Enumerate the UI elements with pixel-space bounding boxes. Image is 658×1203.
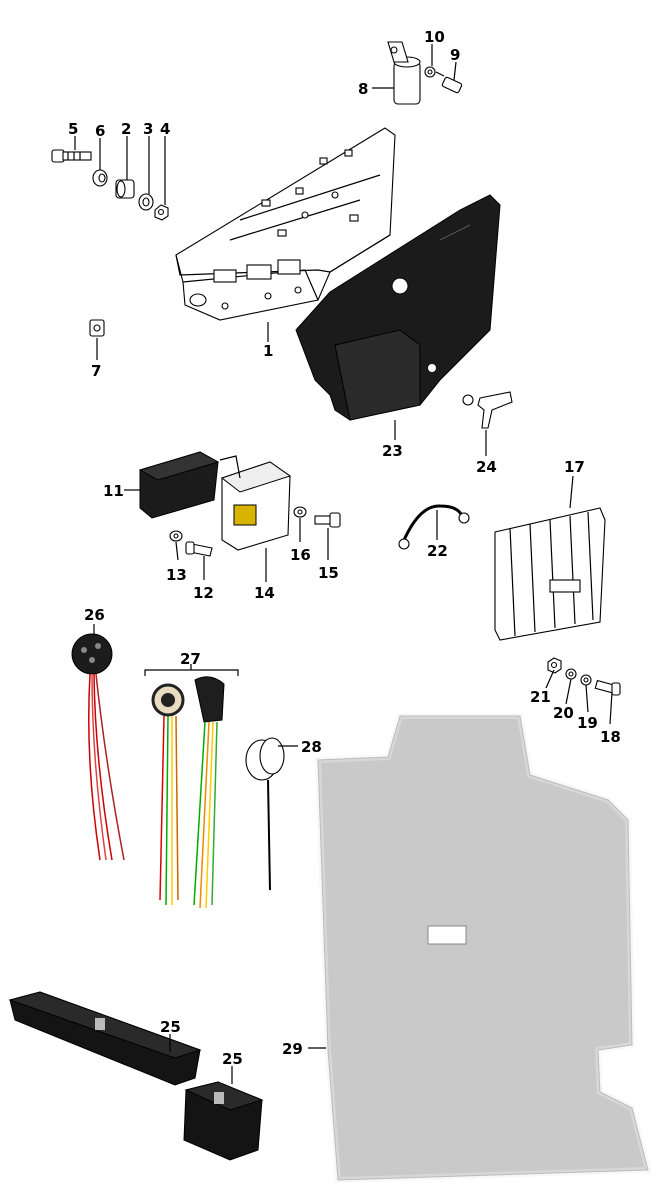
leader-lines: [74, 44, 613, 1084]
part-25-fuse-box-small: [183, 1081, 264, 1161]
part-8-relay: [387, 41, 421, 105]
part-13-washer: [169, 530, 183, 542]
callout-23: 23: [382, 442, 403, 460]
callout-4: 4: [160, 120, 170, 138]
callout-1: 1: [263, 342, 273, 360]
part-17-regulator: [494, 507, 606, 641]
callout-25-small: 25: [222, 1050, 243, 1068]
part-26-connector: [71, 633, 125, 861]
part-15-bolt: [314, 512, 341, 528]
part-20-washer: [565, 668, 577, 680]
callout-labels: 5 6 2 3 4 8 10 9 1 7 23 24 11 12 13 14 1…: [68, 28, 621, 1068]
part-23-cover: [295, 194, 501, 421]
callout-10: 10: [424, 28, 445, 46]
callout-14: 14: [254, 584, 275, 602]
callout-9: 9: [450, 46, 460, 64]
part-10-washer: [424, 66, 436, 78]
callout-7: 7: [91, 362, 101, 380]
part-19-washer: [580, 674, 592, 686]
callout-11: 11: [103, 482, 124, 500]
callout-21: 21: [530, 688, 551, 706]
part-27-connectors: [144, 664, 239, 909]
part-12-screw: [185, 541, 213, 557]
callout-29: 29: [282, 1040, 303, 1058]
callout-25-large: 25: [160, 1018, 181, 1036]
callout-28: 28: [301, 738, 322, 756]
callout-18: 18: [600, 728, 621, 746]
callout-22: 22: [427, 542, 448, 560]
part-22-ground-strap: [398, 504, 470, 550]
callout-20: 20: [553, 704, 574, 722]
part-9-screw: [435, 71, 463, 94]
part-25-fuse-box-large: [8, 991, 202, 1086]
callout-6: 6: [95, 122, 105, 140]
callout-19: 19: [577, 714, 598, 732]
callout-16: 16: [290, 546, 311, 564]
callout-12: 12: [193, 584, 214, 602]
part-2-sleeve: [115, 179, 135, 199]
part-3-washer: [138, 193, 154, 211]
part-18-bolt: [594, 679, 621, 696]
part-1-mounting-plate: [175, 127, 396, 321]
part-14-control-unit: [219, 455, 292, 551]
callout-15: 15: [318, 564, 339, 582]
part-4-nut: [154, 204, 169, 221]
callout-5: 5: [68, 120, 78, 138]
callout-17: 17: [564, 458, 585, 476]
part-28-sender: [245, 737, 285, 891]
part-24-wing-screw: [462, 391, 513, 429]
callout-2: 2: [121, 120, 131, 138]
part-11-module: [138, 451, 220, 519]
callout-3: 3: [143, 120, 153, 138]
callout-8: 8: [358, 80, 368, 98]
part-29-panel: [314, 713, 652, 1184]
part-7-clip-nut: [89, 319, 105, 337]
part-16-washer: [293, 506, 307, 518]
part-21-nut: [547, 657, 562, 674]
callout-27: 27: [180, 650, 201, 668]
callout-13: 13: [166, 566, 187, 584]
part-5-bolt: [51, 149, 92, 163]
callout-24: 24: [476, 458, 497, 476]
callout-26: 26: [84, 606, 105, 624]
part-6-spacer: [92, 169, 108, 187]
